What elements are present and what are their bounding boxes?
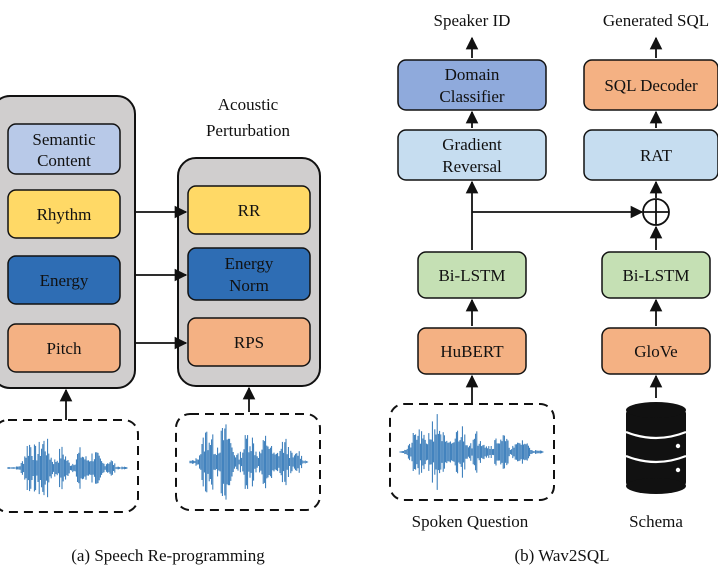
energy-box xyxy=(7,255,121,305)
database-icon xyxy=(625,402,687,494)
hubert-label: HuBERT xyxy=(440,342,504,361)
rps-label: RPS xyxy=(234,333,264,352)
panel-b: Speaker ID Generated SQL Domain Classifi… xyxy=(389,11,718,565)
waveform-a1 xyxy=(7,438,128,498)
gradient-reversal-box xyxy=(397,129,547,181)
energy-norm-label-1: Energy xyxy=(225,254,274,273)
rr-label: RR xyxy=(238,201,261,220)
domain-classifier-box xyxy=(397,59,547,111)
energy-norm-label-2: Norm xyxy=(229,276,269,295)
waveform-box-a2 xyxy=(175,413,321,511)
sql-decoder-box xyxy=(583,59,718,111)
pitch-box xyxy=(7,323,121,373)
waveform-box-b xyxy=(389,403,555,501)
speaker-id-label: Speaker ID xyxy=(434,11,511,30)
waveform-a2 xyxy=(189,424,309,500)
plus-circle-icon xyxy=(642,198,670,226)
gradient-reversal-label-1: Gradient xyxy=(442,135,502,154)
perturbation-title-1: Acoustic xyxy=(218,95,279,114)
gradient-reversal-label-2: Reversal xyxy=(442,157,502,176)
rps-box xyxy=(187,317,311,367)
panel-a: Semantic Content Rhythm Energy Pitch Aco… xyxy=(0,95,321,565)
glove-label: GloVe xyxy=(634,342,677,361)
rat-label: RAT xyxy=(640,146,673,165)
bilstm-left-label: Bi-LSTM xyxy=(438,266,505,285)
perturbation-title-2: Perturbation xyxy=(206,121,291,140)
caption-a: (a) Speech Re-programming xyxy=(71,546,265,565)
semantic-content-label-1: Semantic xyxy=(32,130,96,149)
pitch-label: Pitch xyxy=(47,339,82,358)
semantic-content-label-2: Content xyxy=(37,151,91,170)
energy-label: Energy xyxy=(40,271,89,290)
waveform-b xyxy=(399,414,544,490)
semantic-content-box xyxy=(7,123,121,175)
bilstm-right-label: Bi-LSTM xyxy=(622,266,689,285)
domain-classifier-label-1: Domain xyxy=(445,65,500,84)
waveform-box-a1 xyxy=(0,419,139,513)
domain-classifier-label-2: Classifier xyxy=(439,87,504,106)
generated-sql-label: Generated SQL xyxy=(603,11,709,30)
rhythm-box xyxy=(7,189,121,239)
bilstm-right-box xyxy=(601,251,711,299)
glove-box xyxy=(601,327,711,375)
energy-norm-box xyxy=(187,247,311,301)
bilstm-left-box xyxy=(417,251,527,299)
hubert-box xyxy=(417,327,527,375)
rr-box xyxy=(187,185,311,235)
caption-b: (b) Wav2SQL xyxy=(514,546,609,565)
spoken-question-label: Spoken Question xyxy=(412,512,529,531)
rhythm-label: Rhythm xyxy=(37,205,92,224)
rat-box xyxy=(583,129,718,181)
sql-decoder-label: SQL Decoder xyxy=(604,76,698,95)
schema-label: Schema xyxy=(629,512,683,531)
